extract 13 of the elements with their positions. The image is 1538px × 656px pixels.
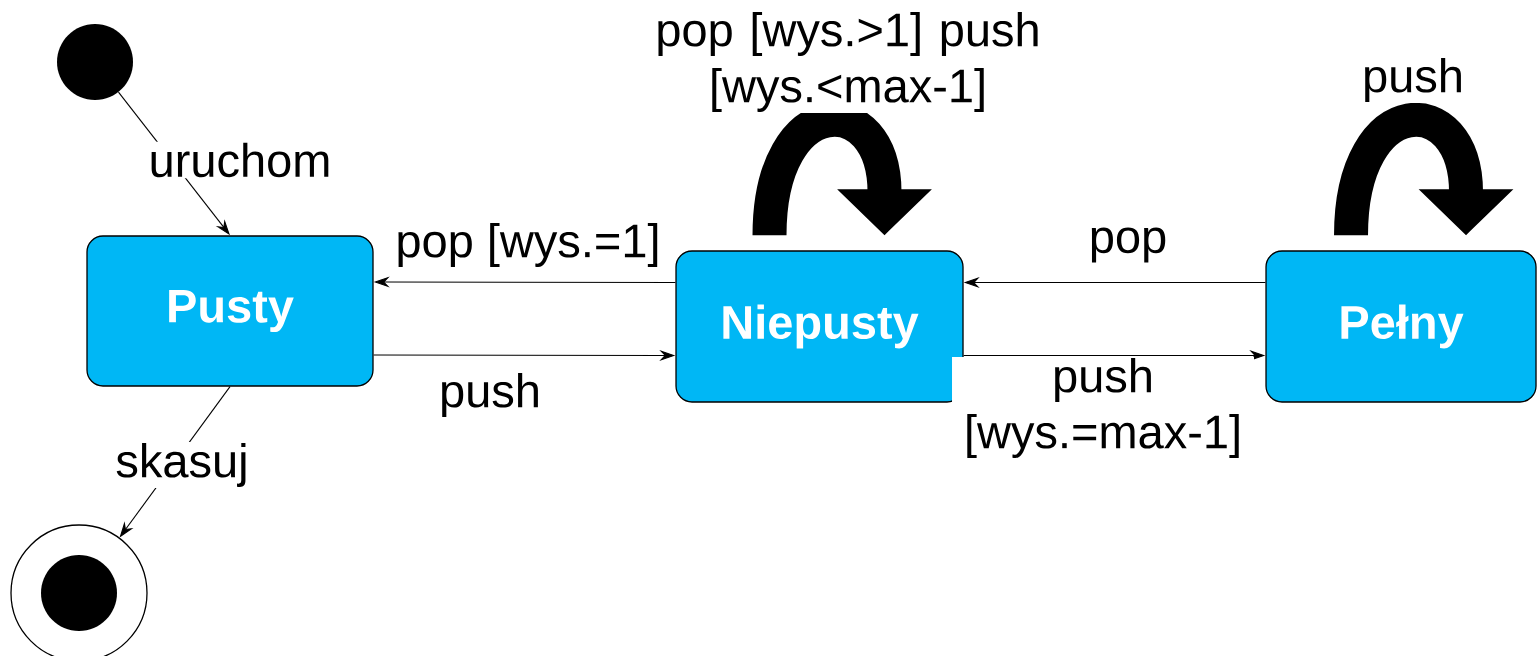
edge-label: push xyxy=(438,372,542,418)
state-box: Pełny xyxy=(1265,250,1537,403)
edge-label: push [wys.=max-1] xyxy=(952,357,1254,459)
state-box: Pusty xyxy=(86,235,374,387)
state-box: Niepusty xyxy=(675,250,964,403)
edge-label: uruchom xyxy=(147,141,333,179)
edge-label: pop [wys.>1] push [wys.<max-1] xyxy=(637,11,1059,113)
edge-label: skasuj xyxy=(114,442,250,488)
edge-label: pop xyxy=(1087,226,1169,264)
edge-label: push xyxy=(1361,57,1465,103)
final-state xyxy=(10,524,148,656)
edge-label: pop [wys.=1] xyxy=(394,222,662,268)
initial-state xyxy=(57,24,133,100)
